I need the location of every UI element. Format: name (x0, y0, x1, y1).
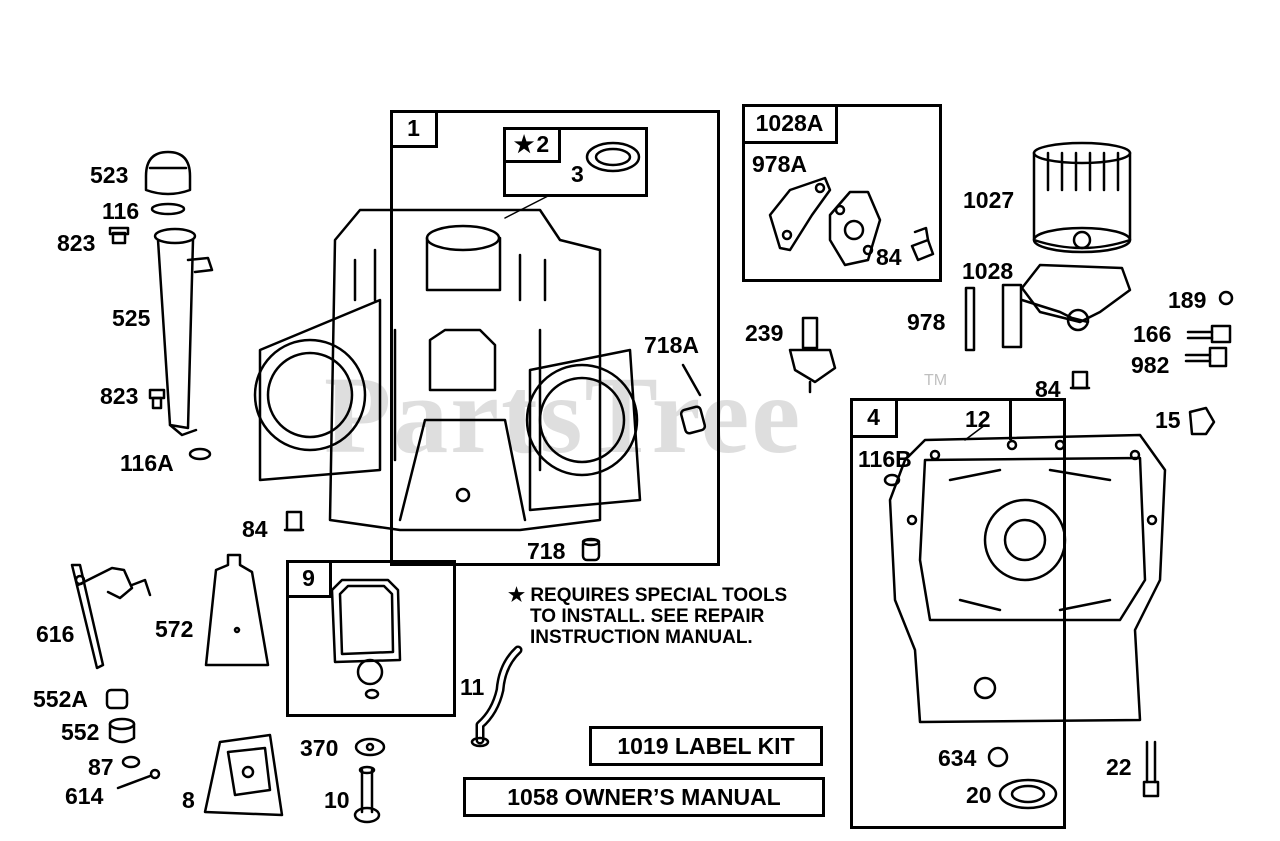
label-552a: 552A (33, 686, 88, 712)
filter-adapter-1028 (1001, 263, 1132, 349)
label-552: 552 (61, 719, 100, 745)
label-87: 87 (88, 754, 114, 780)
label-239: 239 (745, 320, 784, 346)
bolt-22 (1142, 740, 1160, 798)
breather-tube-11 (470, 645, 523, 748)
label-1027: 1027 (963, 187, 1015, 213)
label-718a: 718A (644, 332, 699, 358)
note-star-icon: ★ (508, 585, 526, 606)
label-370: 370 (300, 735, 339, 761)
cylinder-block-1 (253, 208, 642, 532)
label-166: 166 (1133, 321, 1172, 347)
note-line-1-text: REQUIRES SPECIAL TOOLS (530, 585, 788, 606)
adapter-978a (768, 176, 832, 252)
dipstick-tube-525 (153, 227, 214, 437)
label-3: 3 (571, 161, 584, 187)
label-8: 8 (182, 787, 195, 813)
leader-2 (504, 195, 549, 219)
group-box-2-number: ★2 (505, 129, 561, 163)
bracket-8 (203, 733, 284, 817)
o-ring-116 (150, 202, 186, 216)
special-tools-note-line-2: TO INSTALL. SEE REPAIR (530, 606, 765, 627)
group-box-1 (390, 110, 720, 566)
label-616: 616 (36, 621, 75, 647)
label-84-right: 84 (1035, 376, 1061, 402)
oil-fill-cap-523 (144, 150, 192, 196)
trademark-symbol: TM (924, 372, 948, 389)
group-box-9 (286, 560, 456, 717)
fitting-84-right (1069, 370, 1091, 390)
label-523: 523 (90, 162, 129, 188)
label-116: 116 (102, 198, 140, 224)
label-116b: 116B (858, 446, 912, 472)
gasket-9 (330, 578, 402, 700)
washer-189 (1218, 290, 1234, 306)
screw-823-lower (148, 388, 166, 410)
label-614: 614 (65, 783, 104, 809)
special-tools-note-line-3: INSTRUCTION MANUAL. (530, 627, 753, 648)
special-tool-star-icon: ★ (513, 131, 535, 157)
watermark: PartsTree (324, 354, 803, 476)
pin-718a (679, 363, 707, 435)
washer-87 (121, 755, 141, 769)
label-634: 634 (938, 745, 977, 771)
washer-370 (354, 737, 386, 757)
screw-982 (1184, 346, 1228, 368)
label-978: 978 (907, 309, 946, 335)
label-12: 12 (965, 406, 991, 432)
group-box-1028a (742, 104, 942, 282)
governor-arm-616 (70, 563, 152, 670)
fitting-84-left (283, 510, 305, 532)
label-22: 22 (1106, 754, 1132, 780)
label-11: 11 (460, 674, 485, 700)
label-84-box: 84 (876, 244, 902, 270)
link-614 (116, 768, 161, 790)
group-box-1-number: 1 (392, 112, 438, 148)
label-116a: 116A (120, 450, 174, 476)
o-ring-116a (188, 447, 212, 461)
label-823-lower: 823 (100, 383, 139, 409)
owners-manual-box: 1058 OWNER’S MANUAL (463, 777, 825, 817)
label-84-left: 84 (242, 516, 268, 542)
label-982: 982 (1131, 352, 1170, 378)
adapter-plate (828, 190, 882, 267)
screw-823-top (108, 226, 130, 245)
oil-sensor-239 (788, 316, 837, 394)
group-box-4-tab (896, 398, 1012, 440)
cover-572 (204, 553, 270, 667)
label-718: 718 (527, 538, 566, 564)
label-20: 20 (966, 782, 992, 808)
special-tools-note: ★ REQUIRES SPECIAL TOOLS TO INSTALL. SEE… (508, 585, 787, 648)
screw-10 (353, 765, 381, 824)
seal-3 (585, 141, 641, 173)
gasket-978 (964, 286, 976, 352)
oil-filter-1027 (1032, 141, 1132, 254)
pin-718 (581, 537, 601, 562)
screw-166 (1186, 324, 1232, 344)
bushing-552a (105, 688, 129, 710)
label-572: 572 (155, 616, 194, 642)
group-box-2 (503, 127, 648, 197)
group-box-2-label: 2 (536, 131, 550, 157)
label-15: 15 (1155, 407, 1181, 433)
oil-seal-20 (998, 778, 1058, 810)
label-kit-box: 1019 LABEL KIT (589, 726, 823, 766)
bushing-552 (108, 717, 136, 744)
label-189: 189 (1168, 287, 1207, 313)
label-525: 525 (112, 305, 151, 331)
group-box-9-number: 9 (288, 562, 332, 598)
fitting-84-box (910, 226, 935, 262)
label-978a: 978A (752, 151, 807, 177)
label-823-top: 823 (57, 230, 96, 256)
label-10: 10 (324, 787, 350, 813)
special-tools-note-line-1: ★ REQUIRES SPECIAL TOOLS (508, 585, 787, 606)
label-1028: 1028 (962, 258, 1014, 284)
group-box-1028a-number: 1028A (744, 106, 838, 144)
group-box-4-number: 4 (852, 400, 898, 438)
plug-15 (1188, 406, 1216, 436)
ring-634 (987, 746, 1009, 768)
o-ring-116b (883, 473, 901, 487)
